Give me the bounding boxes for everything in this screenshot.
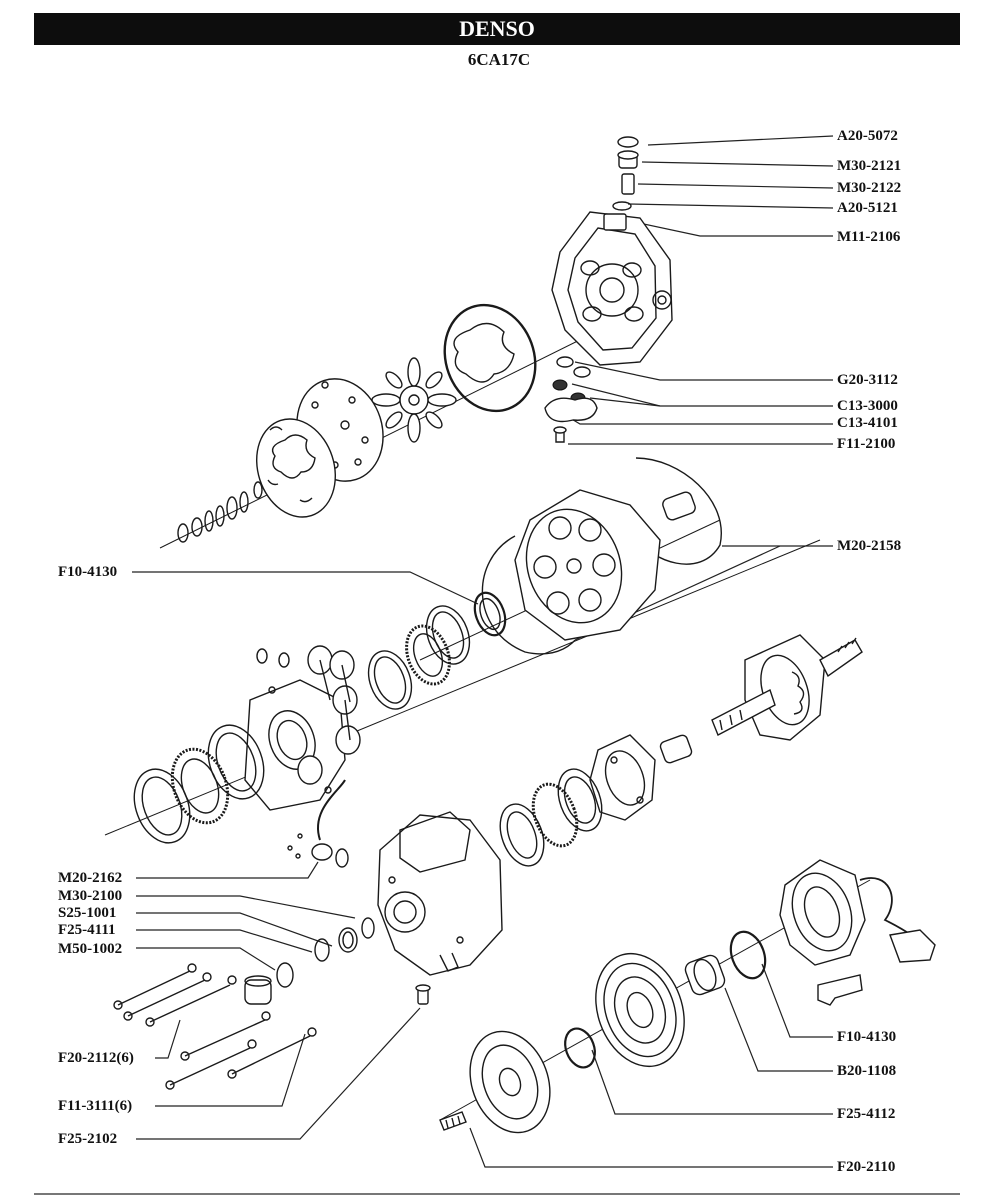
callout-c13-3000: C13-3000 [837,398,898,414]
callout-c13-4101: C13-4101 [837,415,898,431]
snap-ring-a20-5072 [617,136,639,148]
relief-valve-parts [544,356,598,443]
cap-c13-3000-a [552,379,568,391]
leader-f10-4130-left [132,571,479,605]
callout-f25-2102: F25-2102 [58,1131,118,1147]
leader-b20-1108 [724,987,833,1072]
shield-front [481,535,576,655]
clutch-assembly [439,859,936,1134]
bolt-f25-2102 [415,984,431,1005]
thrust-stack-front [133,724,265,844]
leader-f20-2110 [469,1127,833,1168]
rear-head-m11-2106 [551,211,673,366]
connector [889,929,936,963]
leader-c13-3000-a [571,383,833,407]
callout-f11-2100: F11-2100 [837,436,896,452]
piston-assembly [244,645,361,811]
o-ring-a20-5121 [612,201,632,211]
seal-m30-2100 [361,917,375,939]
head-gasket [443,303,537,413]
brand-header: DENSO [34,13,960,45]
leader-f11-3111 [155,1033,306,1107]
callout-m20-2162: M20-2162 [58,870,123,886]
through-bolts [113,963,317,1090]
callout-f20-2112: F20-2112(6) [58,1050,134,1066]
snap-ring-f25-4112 [564,1027,596,1069]
callout-g20-3112: G20-3112 [837,372,898,388]
leader-lines-left [132,571,479,1140]
callout-s25-1001: S25-1001 [58,905,117,921]
leader-a20-5121 [627,203,834,209]
drive-shaft-assembly [711,634,863,741]
leader-f25-2102 [136,1007,421,1140]
thrust-stack-mid [367,591,507,710]
callout-a20-5121: A20-5121 [837,200,898,216]
bushing [244,979,272,1005]
pulley [595,952,685,1068]
callout-f20-2110: F20-2110 [837,1159,896,1175]
leader-a20-5072 [647,135,834,146]
seal-stack-upper [177,491,249,543]
thermal-switch [287,779,346,861]
leader-c13-4101 [559,411,833,425]
valve-core-m30-2122 [621,173,635,195]
leader-g20-3112 [574,361,833,381]
callout-m30-2122: M30-2122 [837,180,902,196]
leader-s25-1001 [136,912,333,947]
retainer-c13-4101 [544,397,598,423]
seal-s25-1001 [338,927,358,953]
coil-bracket [817,974,863,1006]
leader-f25-4111 [136,929,313,953]
front-housing [377,811,503,976]
bottom-rule [34,1193,960,1195]
o-ring-g20-3112-a [556,356,574,368]
snap-ring-f25-4111 [314,938,330,962]
model-title: 6CA17C [467,50,531,69]
leader-m50-1002 [136,947,276,971]
callout-f11-3111: F11-3111(6) [58,1098,133,1114]
leader-m30-2121 [641,161,834,167]
valve-plate-assembly [253,378,384,518]
needle-bearing-rear [662,491,696,521]
leader-f10-4130-right [761,963,833,1038]
reed-valve-plate [371,357,457,443]
callout-f25-4112: F25-4112 [837,1106,896,1122]
callout-f10-4130-right: F10-4130 [837,1029,897,1045]
leader-f25-4112 [591,1049,833,1115]
cylinder-block [481,457,722,655]
callout-m11-2106: M11-2106 [837,229,901,245]
snap-ring-f10-4130 [729,930,767,980]
callout-f25-4111: F25-4111 [58,922,116,938]
callout-f10-4130-left: F10-4130 [58,564,118,580]
o-ring-g20-3112-b [573,366,591,378]
leader-m30-2100 [136,895,356,919]
shaft-seal-parts [244,848,375,1005]
callout-m50-1002: M50-1002 [58,941,123,957]
armature-hub [469,1030,551,1134]
leader-c13-3000-b [589,397,661,407]
callout-b20-1108: B20-1108 [837,1063,897,1079]
leader-m30-2122 [637,183,834,189]
front-bearing-plate [499,734,693,867]
leader-m20-2162 [136,861,319,879]
field-coil [779,859,866,966]
service-valve-stack [612,136,639,211]
callout-m30-2100: M30-2100 [58,888,123,904]
callout-m30-2121: M30-2121 [837,158,902,174]
callout-a20-5072: A20-5072 [837,128,898,144]
leader-f20-2112 [155,1019,181,1059]
shield-rear [635,457,722,565]
callout-m20-2158: M20-2158 [837,538,902,554]
axis-main [104,539,821,836]
leader-lines-right [469,135,834,1168]
o-ring-m50-1002 [276,962,294,988]
leader-m11-2106 [624,219,833,237]
